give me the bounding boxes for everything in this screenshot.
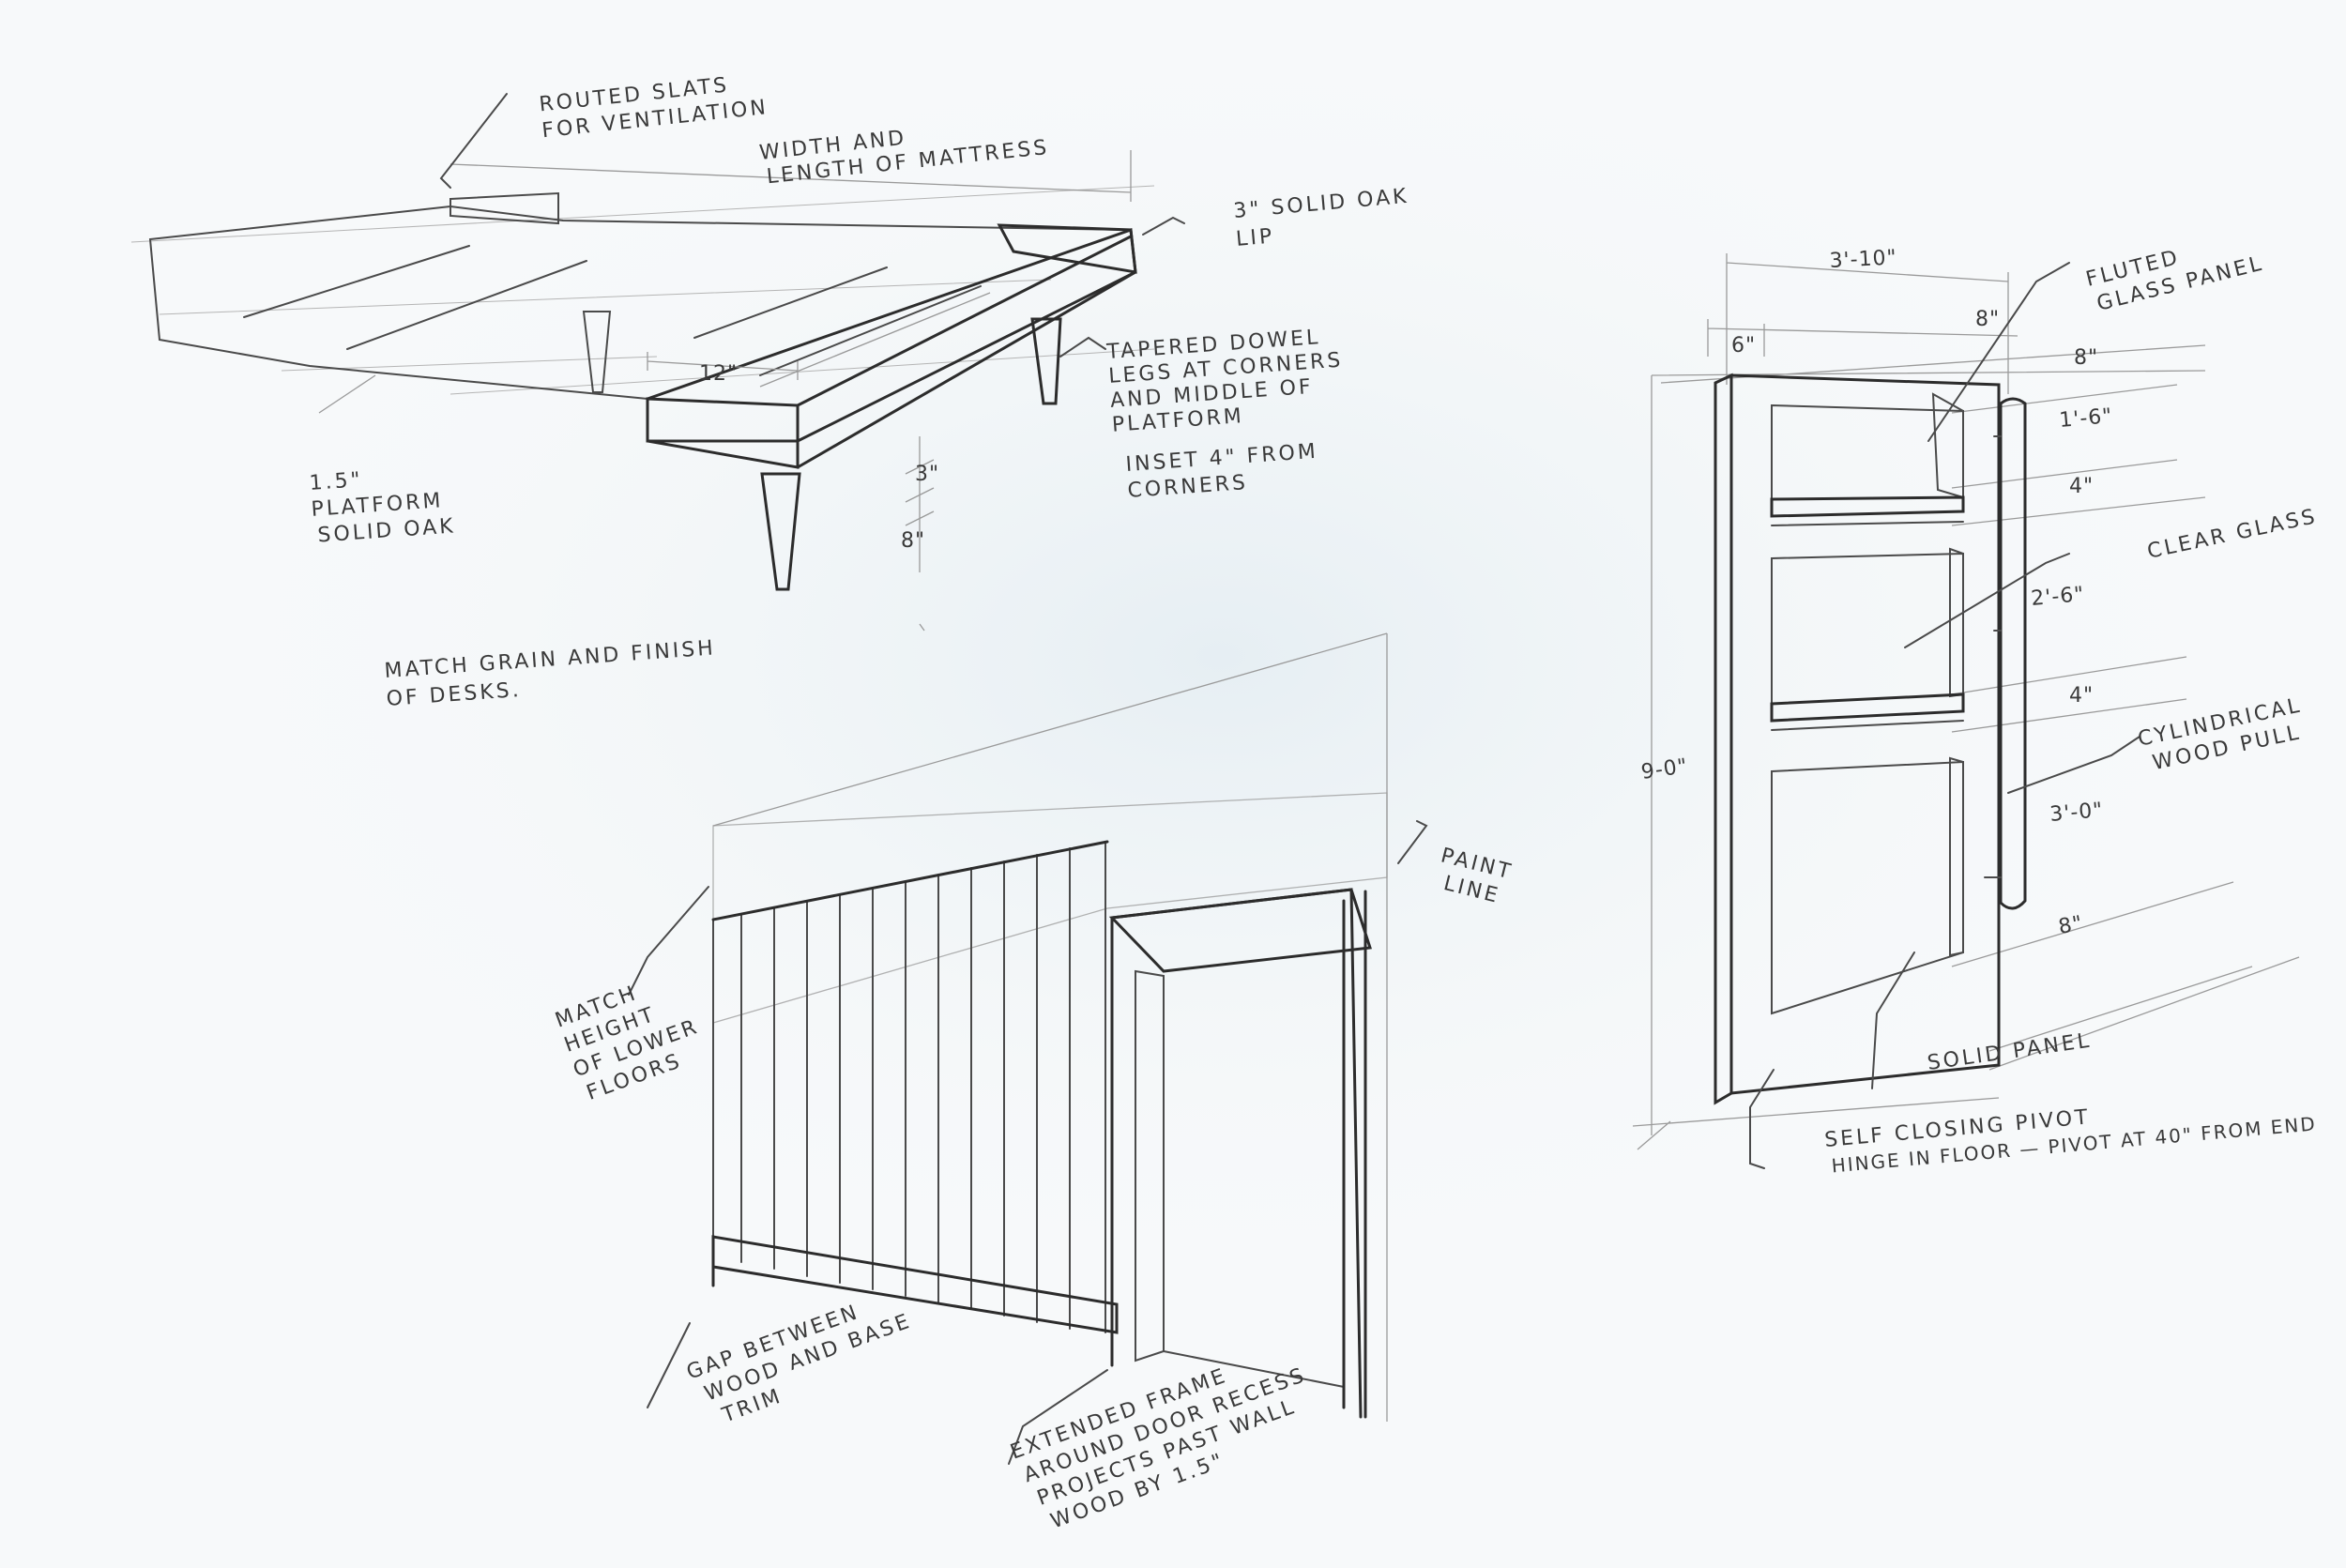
- base-trim: [711, 1235, 1119, 1334]
- dim-3: 3": [915, 463, 939, 486]
- note-platform-1: 1.5": [309, 468, 364, 495]
- door-dim-8-top: 8": [1975, 308, 2000, 331]
- door-dim-6: 6": [1731, 334, 1756, 358]
- door-slab: [1729, 373, 2001, 1095]
- vertical-wood-boards: [711, 840, 1109, 1333]
- dim-8: 8": [901, 529, 925, 553]
- door-dim-width: 3'-10": [1829, 246, 1897, 273]
- door-dim-8-rail: 8": [2074, 346, 2098, 370]
- door-dim-8-bottom: 8": [2057, 912, 2085, 939]
- bed-platform-sketch: [130, 93, 1185, 632]
- tapered-leg-front: [760, 472, 801, 591]
- door-dim-2-6: 2'-6": [2030, 583, 2085, 611]
- door-dim-4-b: 4": [2069, 684, 2094, 708]
- dim-12: 12": [699, 362, 738, 386]
- door-dim-3-0: 3'-0": [2049, 799, 2104, 827]
- door-elevation-sketch: [1632, 253, 2300, 1169]
- left-lip: [449, 191, 559, 225]
- cylindrical-wood-pull: [1999, 397, 2027, 910]
- door-frame-header: [1108, 888, 1372, 973]
- tapered-leg-middle: [582, 311, 612, 393]
- door-dim-4-a: 4": [2069, 475, 2094, 498]
- wall-panel-sketch: [628, 632, 1428, 1465]
- door-dim-1-6: 1'-6": [2058, 404, 2113, 433]
- paper-wash: [141, 0, 2299, 1314]
- note-oak-lip-2: LIP: [1235, 224, 1275, 251]
- ventilation-slats: [243, 245, 991, 388]
- tapered-leg-right: [1030, 317, 1062, 405]
